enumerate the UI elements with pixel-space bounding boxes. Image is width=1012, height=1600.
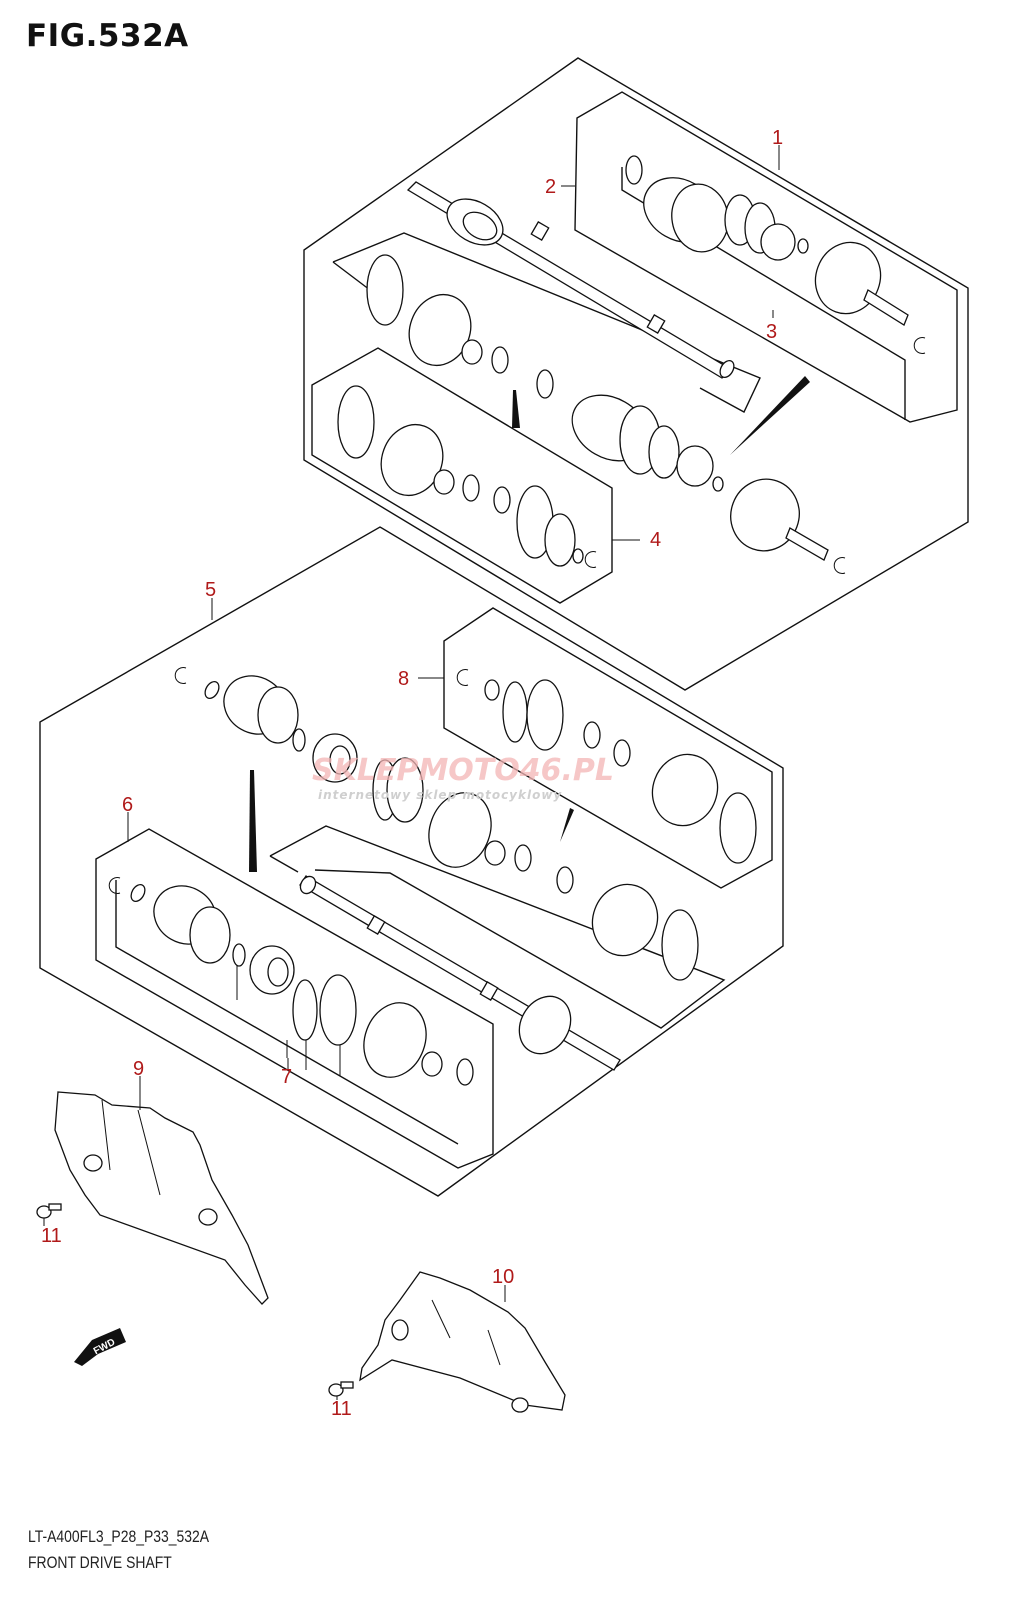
bolt-11-right <box>328 1381 354 1397</box>
callout-11-left[interactable]: 11 <box>41 1225 62 1247</box>
figure-code: LT-A400FL3_P28_P33_532A <box>28 1527 210 1546</box>
part-1-inner-bracket <box>621 167 906 420</box>
shaft-frame <box>269 825 726 1029</box>
arrow-pointer <box>730 376 810 455</box>
upper-outer-joint <box>625 155 926 354</box>
leader-lines <box>43 145 780 1400</box>
bolt-11-left <box>36 1203 62 1222</box>
callout-11-right[interactable]: 11 <box>331 1398 352 1420</box>
figure-name: FRONT DRIVE SHAFT <box>28 1553 172 1572</box>
figure-title: FIG.532A <box>26 18 189 54</box>
fwd-arrow-icon: FWD <box>74 1328 126 1366</box>
lower-assembly-frame <box>39 526 784 1197</box>
callout-4[interactable]: 4 <box>650 529 661 551</box>
callout-1[interactable]: 1 <box>772 127 783 149</box>
upper-assembly-frame <box>303 57 969 691</box>
callout-5[interactable]: 5 <box>205 579 216 601</box>
guard-9 <box>54 1091 269 1305</box>
outer-boot-lower <box>556 866 699 981</box>
upper-inner-joint <box>536 369 846 574</box>
guard-10 <box>359 1271 566 1413</box>
callout-9[interactable]: 9 <box>133 1058 144 1080</box>
callout-3[interactable]: 3 <box>766 321 777 343</box>
watermark-brand: SKLEPMOTO46.PL <box>312 753 614 788</box>
lower-drive-shaft <box>299 875 621 1071</box>
inner-joint-5 <box>174 667 532 872</box>
boot-kit-8 <box>456 669 757 864</box>
inner-joint-kit-6 <box>108 877 474 1086</box>
part-8-frame <box>443 607 773 889</box>
boot-kit-4 <box>337 385 597 568</box>
watermark-tagline: internetowy sklep motocyklowy <box>318 788 562 802</box>
callout-6[interactable]: 6 <box>122 794 133 816</box>
boot-set-2 <box>366 254 520 428</box>
callout-2[interactable]: 2 <box>545 176 556 198</box>
callout-7[interactable]: 7 <box>281 1066 292 1088</box>
part-4-frame <box>311 347 613 604</box>
part-1-frame <box>574 91 958 423</box>
callout-8[interactable]: 8 <box>398 668 409 690</box>
part-2-frame <box>332 232 761 413</box>
part-6-frame <box>95 828 494 1169</box>
callout-10[interactable]: 10 <box>492 1266 514 1288</box>
upper-drive-shaft <box>406 181 735 379</box>
